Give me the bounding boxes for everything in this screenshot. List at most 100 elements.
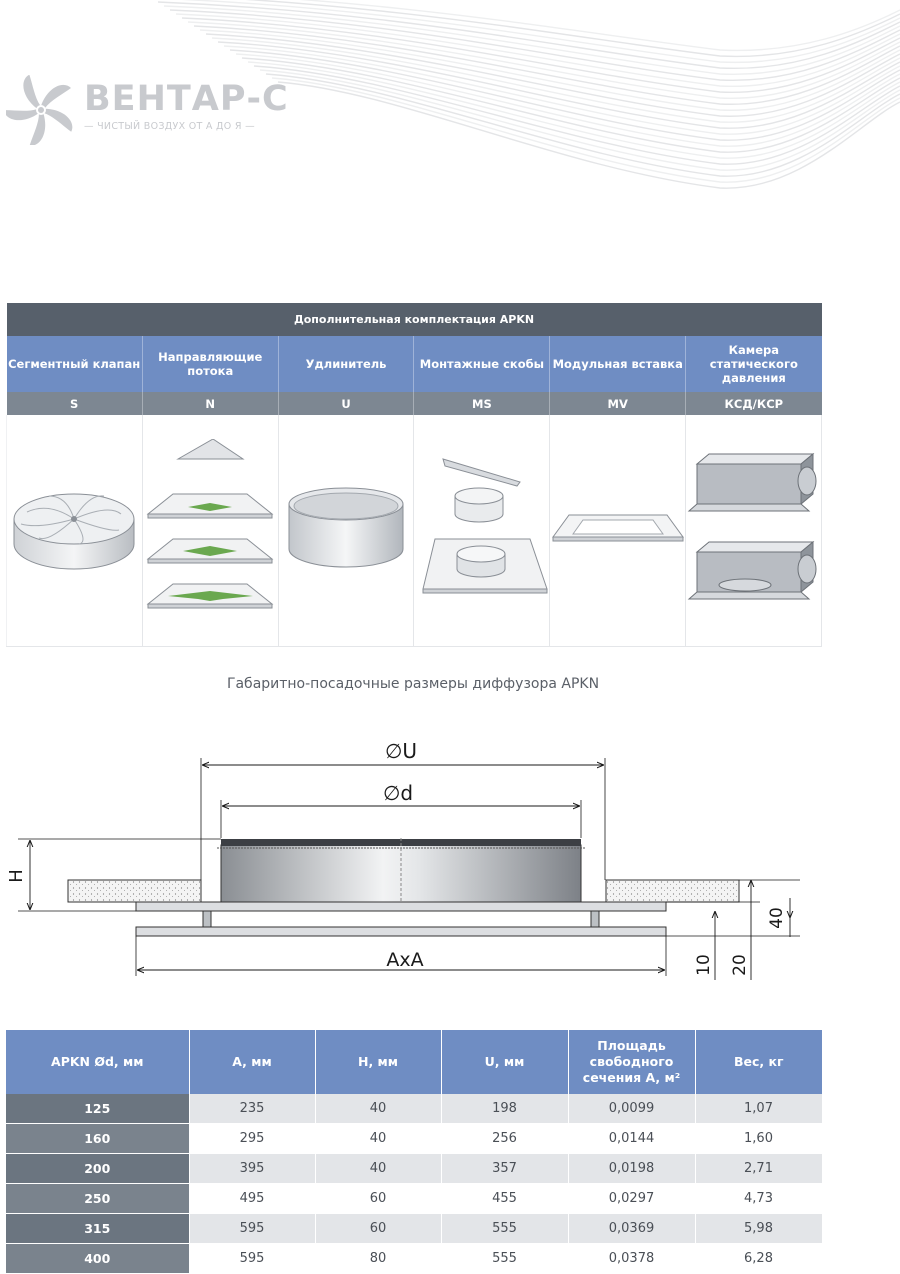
header-decoration xyxy=(157,0,900,189)
table-cell: 395 xyxy=(189,1153,316,1184)
deco-line xyxy=(180,0,900,64)
label-dim-10: 10 xyxy=(694,954,714,976)
header-h: H, мм xyxy=(315,1030,442,1094)
accessory-name-flow-guides: Направляющие потока xyxy=(142,336,279,392)
accessory-image-flow-guides xyxy=(142,415,279,647)
table-cell: 80 xyxy=(315,1243,442,1274)
table-cell: 0,0369 xyxy=(568,1213,696,1244)
table-cell: 40 xyxy=(315,1123,442,1154)
brand-name: ВЕНТАР-С xyxy=(84,79,289,119)
table-cell: 40 xyxy=(315,1094,442,1124)
accessory-code-s: S xyxy=(6,392,143,415)
deco-line xyxy=(157,1,900,70)
face-panel xyxy=(135,926,667,937)
deco-line xyxy=(253,65,900,165)
table-cell: 400 xyxy=(6,1243,190,1274)
header-u: U, мм xyxy=(441,1030,569,1094)
deco-line xyxy=(187,21,900,99)
label-dim-40: 40 xyxy=(767,907,787,929)
fan-icon xyxy=(6,75,73,145)
table-cell: 455 xyxy=(441,1183,569,1214)
accessory-name-segment-valve: Сегментный клапан xyxy=(6,336,143,392)
drawing-title: Габаритно-посадочные размеры диффузора A… xyxy=(226,676,600,692)
deco-line xyxy=(169,9,900,81)
deco-line xyxy=(181,17,900,93)
accessory-image-segment-valve xyxy=(6,415,143,647)
accessory-name-pressure-chamber: Камера статического давления xyxy=(685,336,822,392)
deco-line xyxy=(247,61,900,159)
accessories-title: Дополнительная комплектация APKN xyxy=(6,303,822,336)
accessory-code-n: N xyxy=(142,392,279,415)
deco-line xyxy=(229,49,900,141)
table-cell: 555 xyxy=(441,1213,569,1244)
table-cell: 2,71 xyxy=(695,1153,823,1184)
accessory-image-extension xyxy=(278,415,415,647)
table-cell: 315 xyxy=(6,1213,190,1244)
brand-logo: ВЕНТАР-С — ЧИСТЫЙ ВОЗДУХ ОТ А ДО Я — xyxy=(6,75,288,145)
mounting-plate xyxy=(135,901,667,912)
accessory-code-mv: MV xyxy=(549,392,687,415)
table-cell: 1,60 xyxy=(695,1123,823,1154)
header-a: A, мм xyxy=(189,1030,316,1094)
deco-line xyxy=(245,0,900,58)
accessory-name-extension: Удлинитель xyxy=(278,336,415,392)
header-model: APKN Ød, мм xyxy=(6,1030,190,1094)
accessory-code-u: U xyxy=(278,392,415,415)
accessory-image-modular-insert xyxy=(549,415,687,647)
table-cell: 0,0297 xyxy=(568,1183,696,1214)
brand-tagline: — ЧИСТЫЙ ВОЗДУХ ОТ А ДО Я — xyxy=(84,121,255,132)
table-cell: 256 xyxy=(441,1123,569,1154)
label-dim-20: 20 xyxy=(730,954,750,976)
extension-illustration xyxy=(288,487,404,567)
accessory-image-mounting-brackets xyxy=(413,415,551,647)
deco-line xyxy=(223,45,900,135)
label-outer-diameter: ∅U xyxy=(385,739,417,763)
deco-line xyxy=(193,25,900,105)
deco-line xyxy=(259,69,900,171)
table-cell: 40 xyxy=(315,1153,442,1184)
table-cell: 595 xyxy=(189,1243,316,1274)
table-cell: 595 xyxy=(189,1213,316,1244)
table-cell: 357 xyxy=(441,1153,569,1184)
table-cell: 60 xyxy=(315,1213,442,1244)
deco-line xyxy=(163,5,900,76)
deco-line xyxy=(241,57,900,153)
accessory-code-ms: MS xyxy=(413,392,551,415)
accessories-table: Дополнительная комплектация APKN Сегмент… xyxy=(6,303,822,647)
header-free-area: Площадь свободного сечения A, м² xyxy=(568,1030,696,1094)
accessory-name-modular-insert: Модульная вставка xyxy=(549,336,687,392)
table-cell: 0,0378 xyxy=(568,1243,696,1274)
table-cell: 4,73 xyxy=(695,1183,823,1214)
pressure-chamber-illustration xyxy=(687,452,817,599)
table-cell: 1,07 xyxy=(695,1094,823,1124)
label-height: H xyxy=(6,869,27,883)
label-inner-diameter: ∅d xyxy=(383,781,413,805)
modular-insert-illustration xyxy=(551,514,684,541)
flow-guides-illustration xyxy=(146,437,274,608)
deco-line xyxy=(199,29,900,111)
deco-line xyxy=(299,0,900,52)
accessory-name-mounting-brackets: Монтажные скобы xyxy=(413,336,551,392)
ceiling-left xyxy=(67,879,202,903)
table-cell: 198 xyxy=(441,1094,569,1124)
table-cell: 60 xyxy=(315,1183,442,1214)
table-cell: 200 xyxy=(6,1153,190,1184)
dimension-drawing: ∅U ∅d H AxA 40 10 20 xyxy=(6,739,800,980)
mounting-brackets-illustration xyxy=(422,457,548,593)
table-cell: 295 xyxy=(189,1123,316,1154)
table-cell: 160 xyxy=(6,1123,190,1154)
table-cell: 5,98 xyxy=(695,1213,823,1244)
accessory-image-pressure-chamber xyxy=(685,415,822,647)
table-cell: 6,28 xyxy=(695,1243,823,1274)
header-weight: Вес, кг xyxy=(695,1030,822,1094)
deco-line xyxy=(217,41,900,129)
table-cell: 125 xyxy=(6,1094,190,1124)
